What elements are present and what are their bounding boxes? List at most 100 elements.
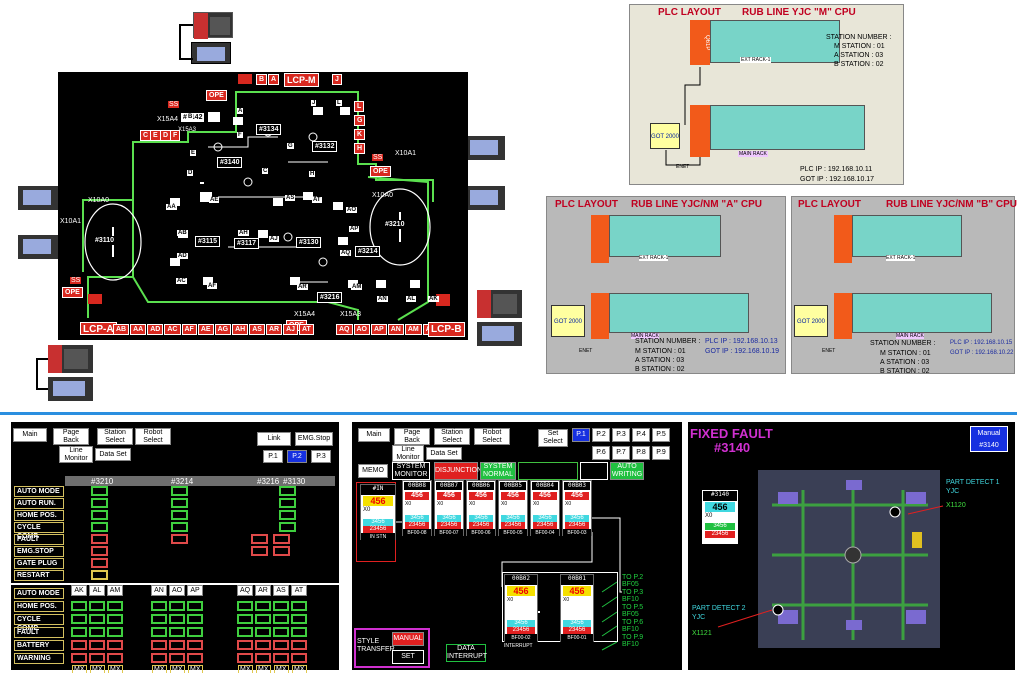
set-select-button[interactable]: Set Select (538, 429, 568, 447)
cell-label: #3140 (217, 157, 243, 168)
part-detect-2-label: PART DETECT 2 YJC (692, 605, 746, 621)
manual-button[interactable]: Manual #3140 (970, 426, 1008, 452)
page-button[interactable]: P.4 (632, 428, 650, 442)
page-button[interactable]: P.2 (592, 428, 610, 442)
page-button[interactable]: P.9 (652, 446, 670, 460)
line-monitor-button[interactable]: Line Monitor (392, 445, 424, 462)
station-label: B (187, 114, 194, 120)
station-label: J (311, 100, 317, 106)
set-button[interactable]: SET (392, 650, 424, 664)
page-button[interactable]: P.7 (612, 446, 630, 460)
hmi-panel-icon (18, 235, 58, 259)
hmi-panel-icon (465, 136, 505, 160)
ope-tag: OPE (370, 166, 391, 177)
cell-label: #3134 (256, 124, 282, 135)
io-module-row (609, 215, 721, 257)
data-interrupt-button[interactable]: DATA INTERRUPT (446, 644, 488, 662)
nav-button[interactable]: Main (13, 428, 47, 442)
zone-label: X10A1 (395, 150, 417, 157)
status-lamp (91, 486, 108, 496)
page-button[interactable]: P.1 (572, 428, 590, 442)
line-monitor-button[interactable]: Line Monitor (59, 446, 93, 463)
status-lamp (151, 653, 167, 663)
nav-button[interactable]: Robot Select (135, 428, 171, 445)
status-lamp (91, 546, 108, 556)
status-lamp (273, 546, 290, 556)
hmi-panel-icon (191, 42, 231, 64)
cell-label: #3115 (195, 236, 221, 247)
plc-hardware-icon (193, 12, 233, 39)
robot-header[interactable]: AM (107, 585, 123, 596)
robot-header[interactable]: AK (71, 585, 87, 596)
plc-hardware-icon (477, 290, 522, 318)
page-button[interactable]: P.8 (632, 446, 650, 460)
plc-title: PLC LAYOUT (658, 7, 721, 18)
page-button[interactable]: P.5 (652, 428, 670, 442)
status-lamp (251, 546, 268, 556)
status-lamp (291, 653, 307, 663)
page-button[interactable]: P.1 (263, 450, 283, 463)
nav-button[interactable]: Page Back (394, 428, 430, 445)
status-lamp (89, 614, 105, 624)
manual-button[interactable]: MANUAL (392, 632, 424, 646)
status-lamp (107, 640, 123, 650)
page-button[interactable]: P.3 (612, 428, 630, 442)
status-lamp (107, 627, 123, 637)
data-set-button[interactable]: Data Set (426, 447, 462, 460)
robot-header[interactable]: AQ (237, 585, 253, 596)
m-station: M STATION : 01 (635, 348, 686, 355)
page-button[interactable]: P.6 (592, 446, 610, 460)
cell-label: #3214 (355, 246, 381, 257)
robot-header[interactable]: AL (89, 585, 105, 596)
nav-button[interactable]: Station Select (97, 428, 133, 445)
status-lamp (169, 640, 185, 650)
status-lamp (237, 640, 253, 650)
page-button[interactable]: P.3 (311, 450, 331, 463)
nav-button[interactable]: Robot Select (474, 428, 510, 445)
hmi-screen-station-monitor: Line Monitor Data Set Link EMG.Stop Main… (11, 422, 339, 673)
bottom-tag: AB (113, 324, 130, 335)
warning-mx: MX (256, 665, 271, 673)
station-label: F (237, 132, 243, 138)
robot-header[interactable]: AN (151, 585, 167, 596)
station-number: STATION NUMBER : (635, 338, 701, 345)
status-lamp (171, 534, 188, 544)
ss-label: SS (168, 101, 180, 108)
robot-header[interactable]: AT (291, 585, 307, 596)
data-set-button[interactable]: Data Set (95, 448, 131, 461)
enet-label: ENET (579, 348, 593, 354)
status-lamp (237, 627, 253, 637)
station-label: AR (297, 284, 308, 290)
nav-button[interactable]: Station Select (434, 428, 470, 445)
robot-header[interactable]: AP (187, 585, 203, 596)
status-lamp (291, 627, 307, 637)
io-module-row (710, 105, 865, 150)
plc-title: PLC LAYOUT (798, 199, 861, 210)
cpu-module (834, 293, 852, 339)
page-button[interactable]: P.2 (287, 450, 307, 463)
zone-label: X10A0 (88, 197, 110, 204)
status-lamp (71, 614, 87, 624)
part-detect-1-address: X1120 (946, 502, 966, 509)
robot-header[interactable]: AS (273, 585, 289, 596)
main-rack-label: MAIN RACK (896, 333, 924, 339)
tag-g: G (354, 115, 366, 126)
ope-tag: OPE (206, 90, 227, 101)
status-lamp (91, 510, 108, 520)
link-button[interactable]: Link (257, 432, 291, 446)
robot-header[interactable]: AO (169, 585, 185, 596)
emg-stop-button[interactable]: EMG.Stop (295, 432, 333, 446)
station-label: AH (238, 230, 249, 236)
status-lamp (291, 640, 307, 650)
status-lamp (237, 614, 253, 624)
nav-button[interactable]: Main (358, 428, 390, 442)
nav-button[interactable]: Page Back (53, 428, 89, 445)
robot-header[interactable]: AR (255, 585, 271, 596)
got-box: GOT 2000 (650, 123, 680, 149)
memo-button[interactable]: MEMO (358, 464, 388, 478)
